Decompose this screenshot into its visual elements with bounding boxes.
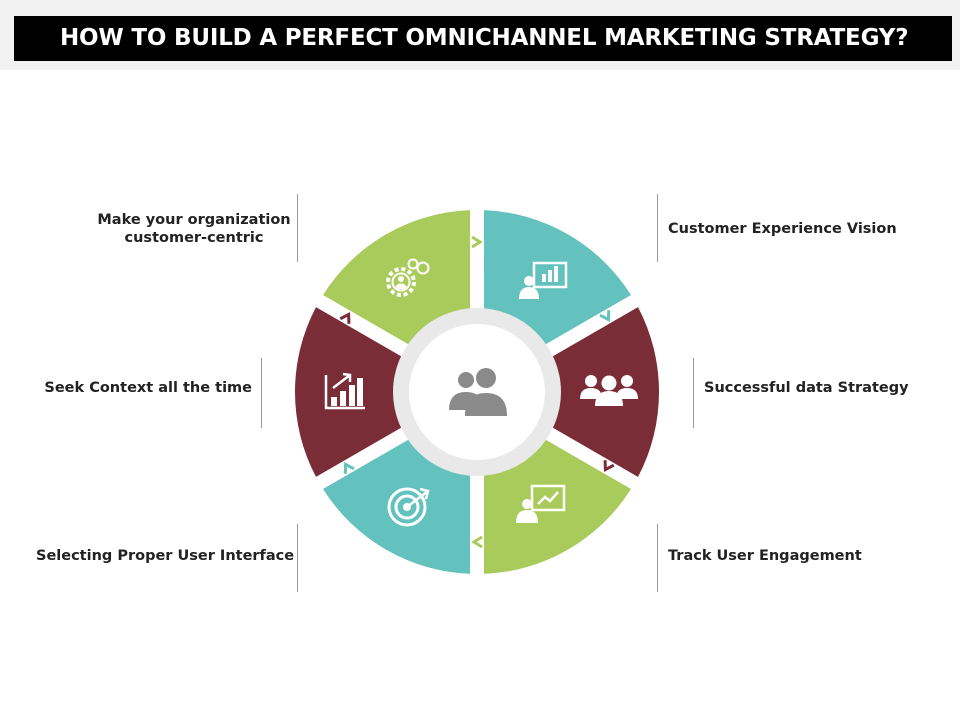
segment-user-engagement — [483, 432, 632, 574]
growth-bar-chart-icon — [324, 372, 365, 410]
page-title: HOW TO BUILD A PERFECT OMNICHANNEL MARKE… — [14, 16, 952, 61]
team-icon — [580, 375, 638, 406]
flow-arrow — [599, 310, 611, 323]
label-organization-line-2: customer-centric — [124, 230, 264, 246]
flow-arrow — [471, 535, 483, 549]
target-icon — [387, 487, 430, 527]
label-user-interface: Selecting Proper User Interface — [36, 548, 295, 564]
flow-arrow — [343, 461, 355, 474]
gear-people-dollar-icon — [386, 258, 430, 297]
label-seek-context: Seek Context all the time — [44, 380, 252, 396]
separator-line — [657, 524, 658, 592]
presenter-growth-chart-icon — [516, 484, 566, 523]
flow-arrow — [339, 311, 351, 324]
separator-line — [297, 194, 298, 262]
presenter-chart-icon — [519, 261, 568, 299]
flow-arrow — [471, 235, 483, 249]
separator-line — [693, 358, 694, 428]
separator-line — [657, 194, 658, 262]
separator-line — [261, 358, 262, 428]
hub-center — [409, 324, 545, 460]
label-organization-line-1: Make your organization — [97, 212, 291, 228]
users-icon — [449, 368, 507, 416]
separator-line — [297, 524, 298, 592]
label-data-strategy: Successful data Strategy — [704, 380, 909, 396]
label-organization: Make your organization customer-centric — [94, 211, 294, 247]
label-user-engagement: Track User Engagement — [668, 548, 862, 564]
flow-arrow — [603, 460, 615, 473]
label-experience-vision: Customer Experience Vision — [668, 221, 897, 237]
